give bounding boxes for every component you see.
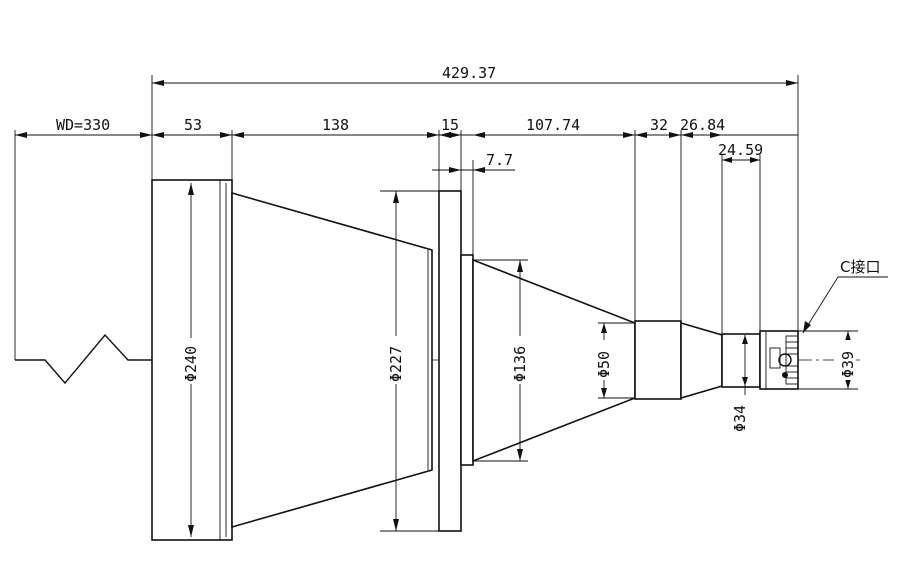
diameter-50-dimension: Φ50	[592, 322, 635, 399]
seg-26-84-label: 26.84	[680, 116, 725, 134]
seg-24-59-label: 24.59	[718, 141, 763, 159]
diameter-136-dimension: Φ136	[473, 259, 530, 462]
diameter-240-dimension: Φ240	[180, 183, 200, 537]
overall-length-dimension: 429.37	[152, 64, 798, 86]
flange-step	[460, 254, 474, 466]
diameter-39-label: Φ39	[839, 351, 857, 378]
diameter-34-label: Φ34	[731, 405, 749, 432]
seg-53-label: 53	[184, 116, 202, 134]
front-cone	[231, 191, 433, 529]
diameter-227-label: Φ227	[387, 346, 405, 382]
working-distance-break-line	[15, 333, 152, 385]
diameter-39-dimension: Φ39	[798, 330, 858, 390]
small-cone	[680, 321, 723, 400]
diameter-136-label: Φ136	[511, 346, 529, 382]
overall-length-label: 429.37	[442, 64, 496, 82]
seg-32-label: 32	[650, 116, 668, 134]
diameter-50-label: Φ50	[595, 351, 613, 378]
seg-7-7-dimension: 7.7	[432, 151, 515, 173]
rear-barrel	[634, 320, 682, 400]
seg-24-59-dimension: 24.59	[718, 141, 763, 163]
segment-dimensions: WD=330 53 138 15 107.74 32 26.84	[15, 116, 798, 138]
diameter-34-dimension: Φ34	[731, 335, 749, 432]
seg-107-74-label: 107.74	[526, 116, 580, 134]
seg-15-label: 15	[441, 116, 459, 134]
seg-7-7-label: 7.7	[486, 151, 513, 169]
diameter-240-label: Φ240	[182, 346, 200, 382]
c-mount-label: C接口	[840, 258, 880, 276]
working-distance-label: WD=330	[56, 116, 110, 134]
seg-138-label: 138	[322, 116, 349, 134]
c-mount-callout: C接口	[802, 258, 888, 334]
diameter-227-dimension: Φ227	[380, 190, 440, 532]
flange	[438, 190, 462, 532]
rear-tube	[721, 333, 761, 388]
